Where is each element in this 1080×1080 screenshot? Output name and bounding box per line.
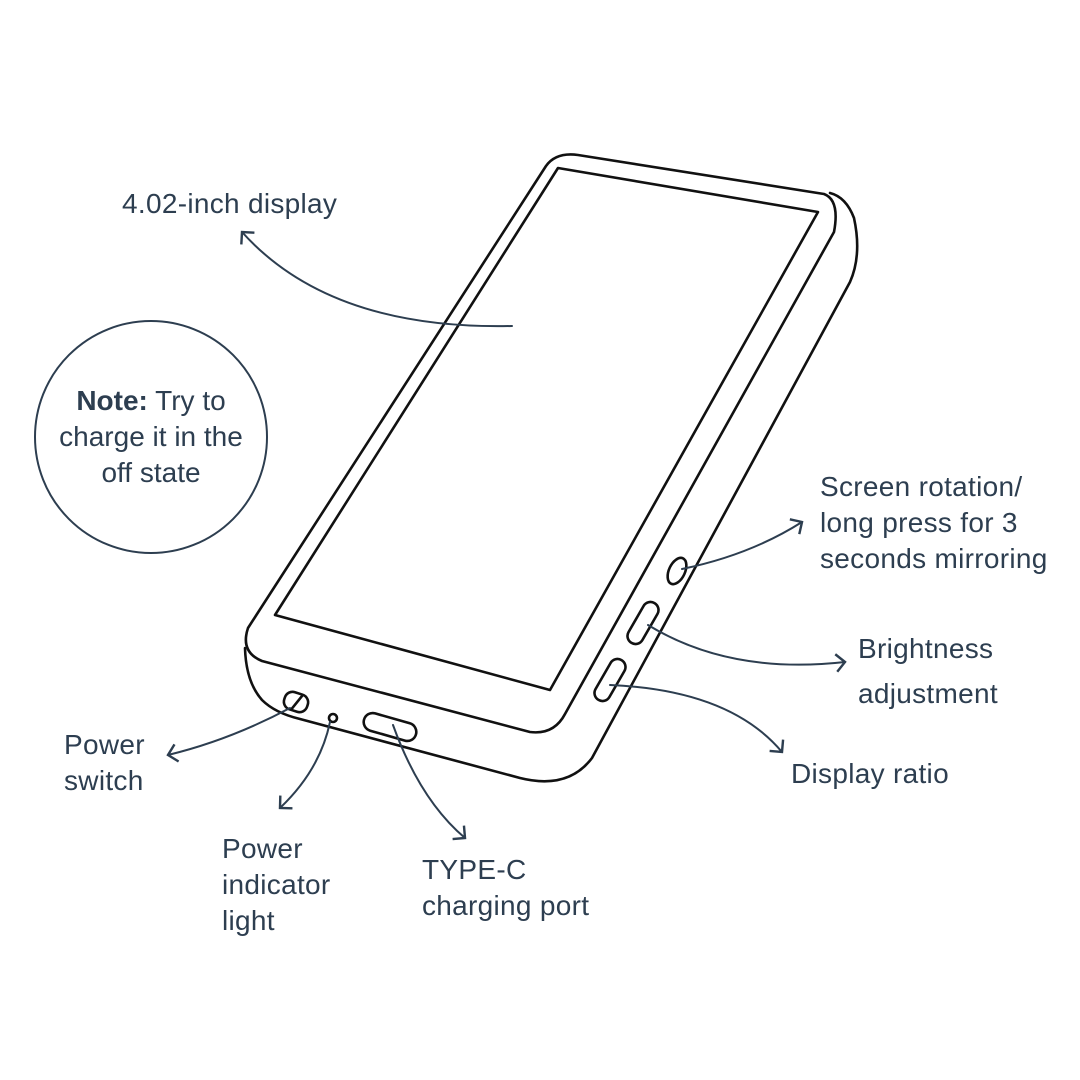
display-arrow	[240, 230, 513, 328]
indicator-light-icon	[327, 712, 339, 724]
rotation-arrow	[681, 518, 804, 570]
brightness-label: Brightness adjustment	[858, 633, 998, 709]
port-label: TYPE-C charging port	[422, 854, 590, 921]
indicator-label: Power indicator light	[222, 833, 331, 936]
ratio-button-icon	[593, 657, 627, 703]
type-c-port-icon	[362, 711, 418, 743]
port-arrow	[392, 724, 467, 841]
screen	[273, 166, 820, 692]
indicator-arrow	[278, 721, 331, 810]
power-switch-label: Power switch	[64, 729, 145, 796]
note-circle: Note: Try to charge it in the off state	[34, 320, 268, 554]
note-bold: Note:	[76, 385, 148, 416]
device-front-face	[244, 153, 837, 734]
device-back-outline	[243, 191, 859, 783]
power-switch-icon	[282, 690, 310, 714]
rotation-button-icon	[666, 556, 688, 586]
brightness-arrow	[647, 624, 847, 673]
note-text: Try to charge it in the off state	[59, 385, 243, 488]
ratio-arrow	[609, 684, 785, 754]
power-switch-arrow	[166, 707, 291, 763]
rotation-label: Screen rotation/ long press for 3 second…	[820, 471, 1048, 574]
ratio-label: Display ratio	[791, 758, 949, 789]
display-label: 4.02-inch display	[122, 188, 338, 219]
